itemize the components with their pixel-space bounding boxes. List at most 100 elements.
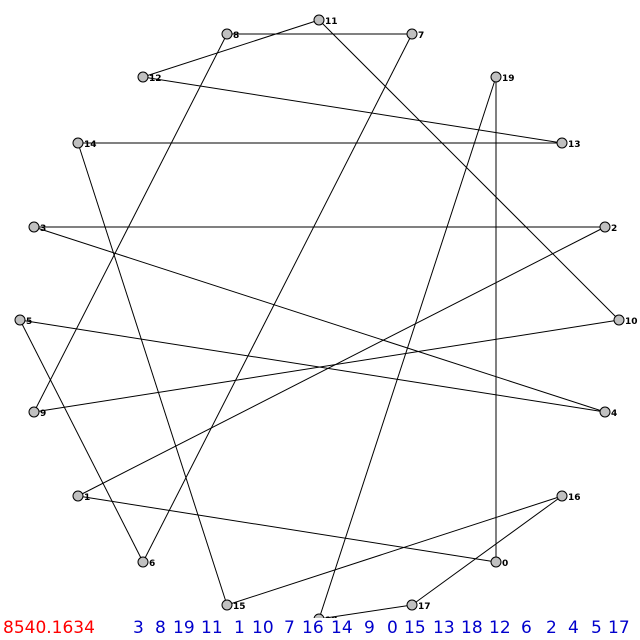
node-9: 9 <box>28 406 46 419</box>
tour-step: 18 <box>461 618 483 638</box>
node-17: 17 <box>406 599 431 612</box>
tour-step: 5 <box>591 618 602 638</box>
edge-6-7 <box>142 33 413 563</box>
node-circle-10 <box>613 314 625 326</box>
node-label-3: 3 <box>40 224 46 234</box>
node-circle-13 <box>556 137 568 149</box>
tour-step: 10 <box>252 618 274 638</box>
edge-11-12 <box>142 19 320 78</box>
node-19: 19 <box>490 71 515 84</box>
node-circle-16 <box>556 490 568 502</box>
graph-canvas: 012345678910111213141516171819 <box>14 14 638 618</box>
node-5: 5 <box>14 314 32 327</box>
tour-step: 14 <box>331 618 353 638</box>
node-label-2: 2 <box>611 224 617 234</box>
node-16: 16 <box>556 490 581 503</box>
node-label-8: 8 <box>233 31 239 41</box>
node-circle-1 <box>72 490 84 502</box>
node-label-7: 7 <box>418 31 424 41</box>
node-6: 6 <box>137 556 155 569</box>
node-label-12: 12 <box>149 74 162 84</box>
node-circle-2 <box>599 221 611 233</box>
edge-15-16 <box>226 495 563 606</box>
node-label-15: 15 <box>233 602 246 612</box>
tour-step: 1 <box>234 618 245 638</box>
edge-17-18 <box>322 604 413 618</box>
edge-10-11 <box>318 19 620 321</box>
node-layer: 012345678910111213141516171819 <box>14 14 638 618</box>
node-8: 8 <box>221 28 239 41</box>
edge-5-6 <box>19 319 144 563</box>
node-0: 0 <box>490 556 508 569</box>
node-3: 3 <box>28 221 46 234</box>
node-circle-8 <box>221 28 233 40</box>
edge-4-5 <box>19 319 606 413</box>
node-label-13: 13 <box>568 140 581 150</box>
tour-step: 0 <box>387 618 398 638</box>
node-label-18: 18 <box>325 616 338 618</box>
node-1: 1 <box>72 490 90 503</box>
node-7: 7 <box>406 28 424 41</box>
node-circle-19 <box>490 71 502 83</box>
tour-step: 11 <box>201 618 223 638</box>
tour-step: 4 <box>568 618 579 638</box>
tour-length-score: 8540.1634 <box>3 618 95 638</box>
edge-14-15 <box>77 142 228 606</box>
node-label-10: 10 <box>625 317 638 327</box>
tour-step: 7 <box>284 618 295 638</box>
node-label-16: 16 <box>568 493 581 503</box>
node-label-4: 4 <box>611 409 617 419</box>
node-circle-9 <box>28 406 40 418</box>
node-label-5: 5 <box>26 317 32 327</box>
node-label-9: 9 <box>40 409 46 419</box>
tour-step: 19 <box>173 618 195 638</box>
node-circle-5 <box>14 314 26 326</box>
node-15: 15 <box>221 599 246 612</box>
node-18: 18 <box>313 613 338 618</box>
tour-step: 17 <box>608 618 630 638</box>
node-circle-3 <box>28 221 40 233</box>
node-circle-0 <box>490 556 502 568</box>
edge-3-4 <box>33 226 606 413</box>
edge-12-13 <box>142 76 563 144</box>
edge-8-9 <box>33 33 228 413</box>
node-14: 14 <box>72 137 97 150</box>
node-label-1: 1 <box>84 493 90 503</box>
node-circle-11 <box>313 14 325 26</box>
node-circle-6 <box>137 556 149 568</box>
edge-18-19 <box>318 76 497 618</box>
edge-layer <box>19 19 620 618</box>
tour-step: 3 <box>133 618 144 638</box>
tour-step: 6 <box>521 618 532 638</box>
tour-step: 13 <box>433 618 455 638</box>
node-circle-17 <box>406 599 418 611</box>
node-circle-12 <box>137 71 149 83</box>
node-circle-4 <box>599 406 611 418</box>
node-circle-7 <box>406 28 418 40</box>
node-11: 11 <box>313 14 338 27</box>
node-label-14: 14 <box>84 140 97 150</box>
tour-step: 12 <box>489 618 511 638</box>
edge-1-2 <box>77 226 606 497</box>
node-circle-14 <box>72 137 84 149</box>
node-2: 2 <box>599 221 617 234</box>
edge-9-10 <box>33 319 620 413</box>
node-12: 12 <box>137 71 162 84</box>
node-circle-15 <box>221 599 233 611</box>
node-13: 13 <box>556 137 581 150</box>
tour-step: 8 <box>155 618 166 638</box>
node-10: 10 <box>613 314 638 327</box>
tour-step: 2 <box>546 618 557 638</box>
node-circle-18 <box>313 613 325 618</box>
tour-step: 15 <box>404 618 426 638</box>
node-label-6: 6 <box>149 559 155 569</box>
node-label-19: 19 <box>502 74 515 84</box>
edge-16-17 <box>411 495 563 606</box>
node-label-0: 0 <box>502 559 508 569</box>
node-4: 4 <box>599 406 617 419</box>
node-label-11: 11 <box>325 17 338 27</box>
edge-0-1 <box>77 495 497 563</box>
node-label-17: 17 <box>418 602 431 612</box>
tour-step: 9 <box>364 618 375 638</box>
